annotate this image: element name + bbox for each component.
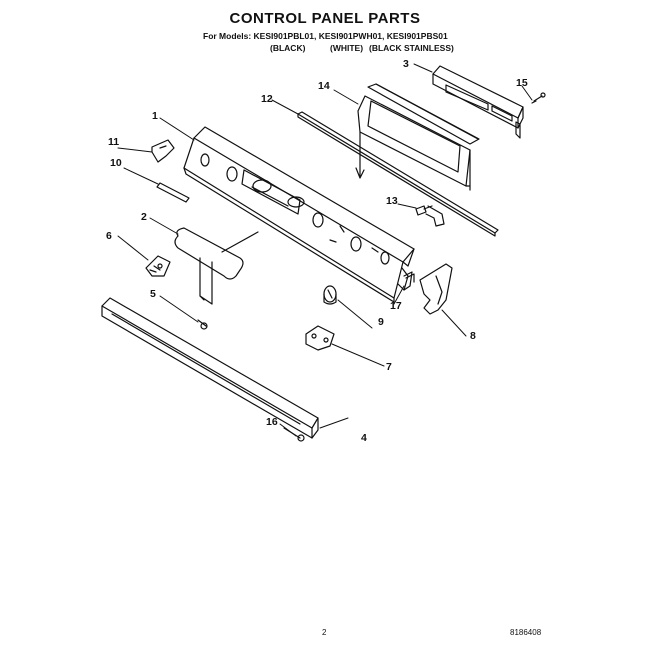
callout-11: 11 [108,136,120,148]
variant-white: (WHITE) [330,43,364,53]
part-14-display-window [355,83,480,191]
part-4-lower-trim [101,297,319,439]
page-title: CONTROL PANEL PARTS [229,10,421,27]
callout-17: 17 [390,300,402,312]
callout-4: 4 [361,432,367,444]
callout-5: 5 [150,288,156,300]
part-10-strip [156,182,190,203]
part-13-screw-clip [415,205,445,227]
document-code: 8186408 [510,628,542,637]
callout-3: 3 [403,58,409,70]
callout-15: 15 [516,77,528,89]
part-1-control-panel [183,126,415,303]
part-2-overlay-insert [174,227,259,305]
part-7-clip [305,325,335,351]
part-15-screw [531,92,546,104]
page-number: 2 [322,628,327,637]
callout-6: 6 [106,230,112,242]
variant-black: (BLACK) [270,43,306,53]
callout-8: 8 [470,330,476,342]
part-3-display-bezel [432,65,524,139]
part-9-knob [323,285,337,305]
part-8-side-bracket [419,263,453,315]
part-17-pin [403,271,413,291]
callout-13: 13 [386,195,398,207]
part-12-trim-strip [297,111,499,237]
leader-lines [117,63,533,437]
callout-12: 12 [261,93,273,105]
variant-black-stainless: (BLACK STAINLESS) [369,43,454,53]
callout-14: 14 [318,80,330,92]
part-6-clip [145,255,171,277]
callout-1: 1 [152,110,158,122]
part-5-screw [197,319,208,330]
callout-2: 2 [141,211,147,223]
callout-7: 7 [386,361,392,373]
callout-10: 10 [110,157,122,169]
callout-16: 16 [266,416,278,428]
part-11-bracket [151,139,175,163]
models-line: For Models: KESI901PBL01, KESI901PWH01, … [203,31,448,41]
callout-9: 9 [378,316,384,328]
